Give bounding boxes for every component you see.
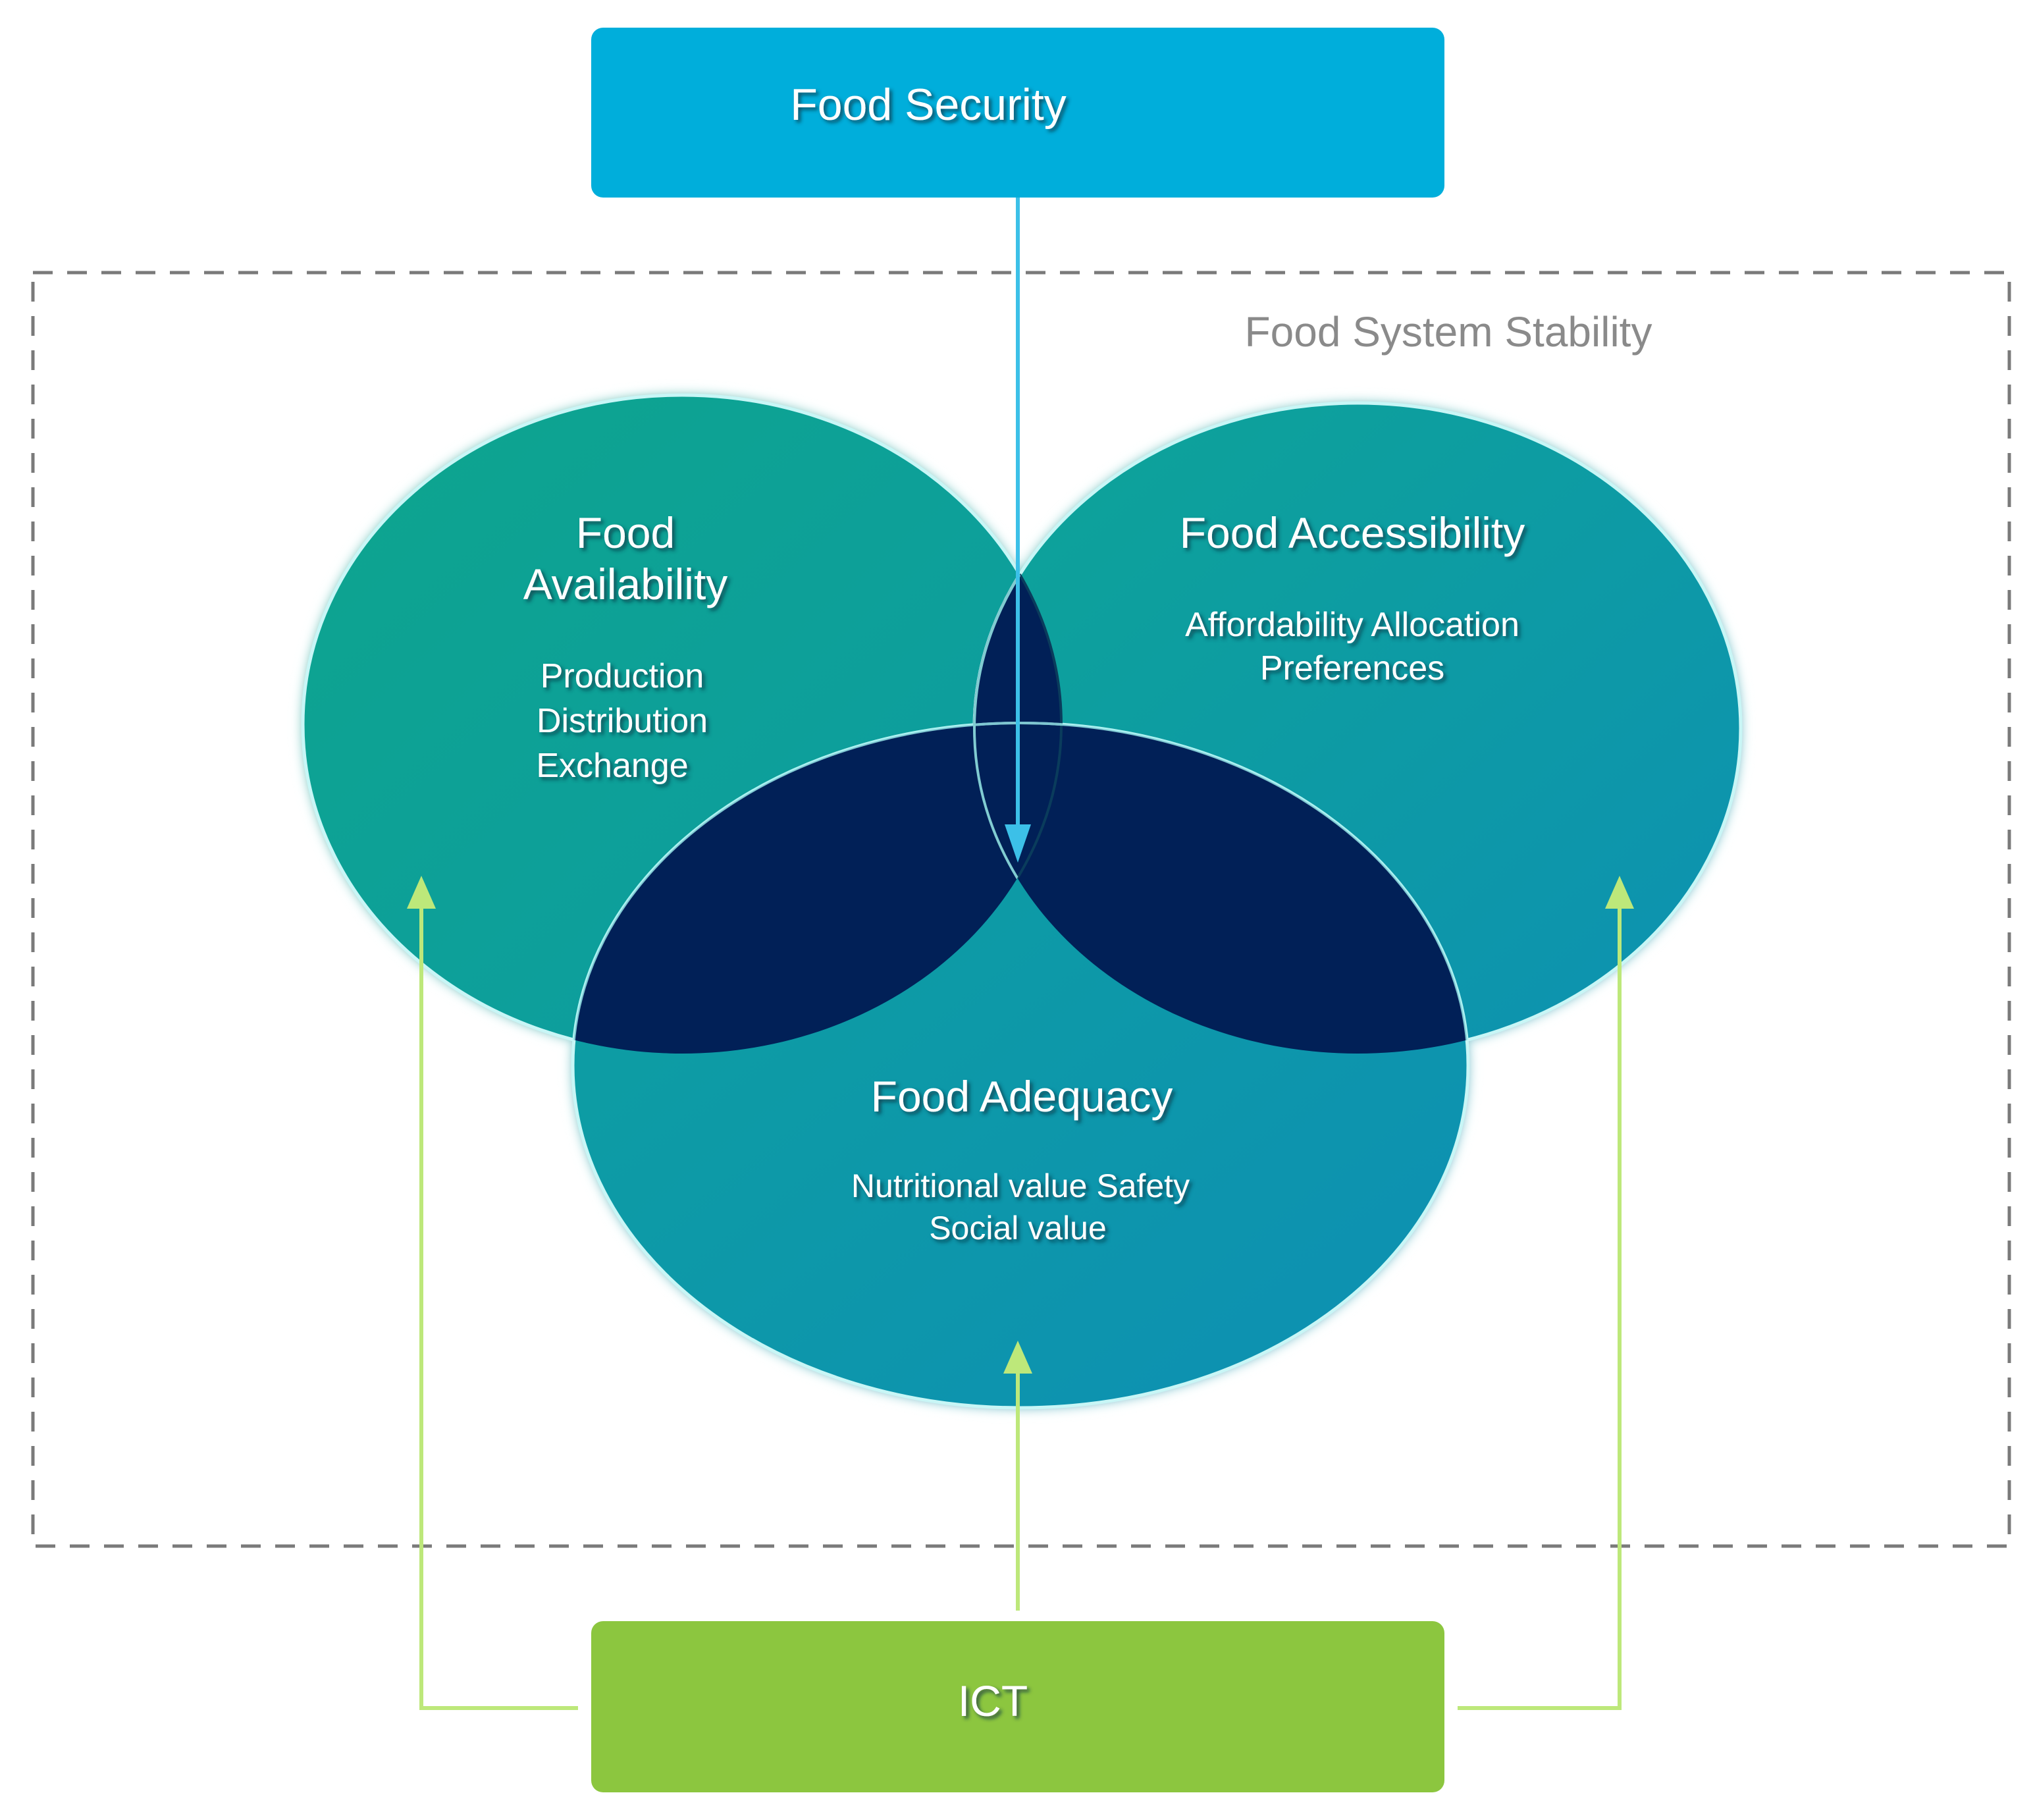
intersection-region bbox=[571, 402, 1469, 1054]
accessibility-item: Preferences bbox=[1260, 649, 1444, 687]
food-security-label: Food Security bbox=[790, 80, 1067, 130]
adequacy-title: Food Adequacy bbox=[871, 1072, 1173, 1121]
food-system-stability-frame: Food System Stability bbox=[31, 271, 2011, 1548]
accessibility-item: Affordability Allocation bbox=[1185, 606, 1519, 644]
adequacy-item: Social value bbox=[929, 1210, 1107, 1246]
adequacy-item: Nutritional value Safety bbox=[851, 1167, 1190, 1204]
accessibility-title: Food Accessibility bbox=[1180, 508, 1525, 557]
food-security-box: Food Security bbox=[591, 28, 1444, 198]
ict-label: ICT bbox=[958, 1676, 1028, 1725]
ict-arrow-to-accessibility bbox=[1458, 903, 1622, 1710]
ict-box: ICT bbox=[591, 1621, 1444, 1792]
ict-arrowheads bbox=[407, 876, 1634, 1374]
food-system-stability-label: Food System Stability bbox=[1245, 308, 1652, 356]
ict-arrows bbox=[419, 903, 1622, 1710]
ict-arrow-to-availability bbox=[419, 903, 578, 1710]
availability-title-line-2: Availability bbox=[523, 560, 728, 608]
availability-item: Exchange bbox=[536, 747, 688, 785]
availability-title-line-1: Food bbox=[576, 508, 675, 557]
food-security-arrow bbox=[1005, 198, 1031, 863]
venn-diagram: Food Availability Production Distributio… bbox=[301, 393, 1743, 1410]
availability-item: Distribution bbox=[537, 702, 708, 740]
availability-item: Production bbox=[541, 657, 704, 695]
